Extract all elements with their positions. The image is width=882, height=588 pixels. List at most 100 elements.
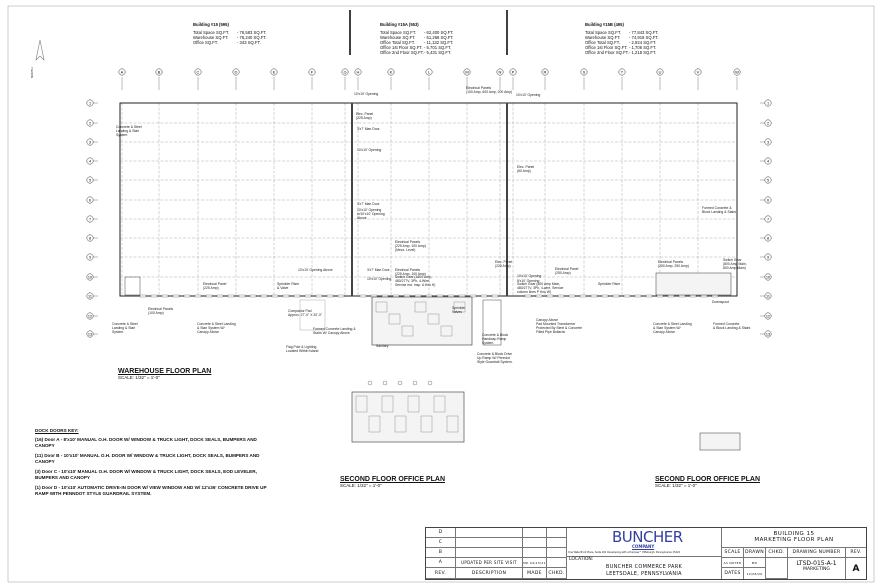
chkd-header: CHKD.	[547, 568, 567, 579]
plan-annotation: 10'x10' Opening	[354, 92, 379, 96]
plan-annotation: 10'x10' Opening	[357, 148, 382, 152]
area-label: Office SQ.FT.	[193, 40, 219, 45]
plan-annotation: Electrical Panels (225 Amp, 100 Amp) (Me…	[395, 240, 426, 252]
dock-door	[150, 294, 158, 298]
office-room	[433, 395, 446, 413]
row-bubble	[764, 196, 772, 204]
drawing-title: BUILDING 15 MARKETING FLOOR PLAN	[722, 528, 866, 548]
buncher-logo-sub: COMPANY	[632, 544, 655, 549]
dock-door	[546, 294, 554, 298]
rev-made	[523, 538, 547, 548]
dock-door	[337, 294, 345, 298]
row-label: 13	[88, 333, 92, 337]
dock-door	[260, 294, 268, 298]
column-bubble	[155, 68, 163, 76]
column-bubble	[232, 68, 240, 76]
title-block: D C B A UPDATED PER SITE VISIT MD 04/15/…	[425, 527, 867, 580]
drawing-sub: MARKETING	[803, 567, 830, 572]
row-bubble	[86, 312, 94, 320]
dock-door	[293, 294, 301, 298]
second-floor-plan-scale: SCALE: 1/32" = 1'-0"	[340, 483, 382, 488]
north-arrow-label: NORTH	[30, 67, 34, 78]
warehouse-plan-title: WAREHOUSE FLOOR PLAN	[118, 368, 212, 375]
row-label: 2	[89, 122, 91, 126]
area-label: Office 1st Floor SQ.FT.	[380, 45, 423, 50]
column-label: L	[428, 70, 431, 75]
column-bubble	[496, 68, 504, 76]
row-label: 11	[88, 295, 92, 299]
column-bubble	[387, 68, 395, 76]
dock-door	[183, 294, 191, 298]
row-bubble	[764, 253, 772, 261]
column-bubble	[354, 68, 362, 76]
dock-door	[469, 294, 477, 298]
dock-door	[172, 294, 180, 298]
dock-door	[304, 294, 312, 298]
drawn-label: DRAWN	[744, 548, 766, 558]
plan-annotation: Electrical Panels (250 Amp, 250 Amp)	[658, 260, 689, 268]
location-label: LOCATION:	[569, 557, 594, 562]
dock-door	[491, 294, 499, 298]
area-label: Office Total SQ.FT.	[380, 40, 415, 45]
column-bubble	[194, 68, 202, 76]
dock-door	[678, 294, 686, 298]
row-bubble	[86, 138, 94, 146]
drawing-title-line-1: BUILDING 15	[773, 531, 815, 537]
row-label: 5	[89, 179, 91, 183]
plan-annotation: Concrete & Steel Landing & Stair System	[112, 322, 138, 334]
rev-label: REV.	[846, 548, 866, 558]
dock-door	[645, 294, 653, 298]
dock-door	[315, 294, 323, 298]
office-room	[368, 415, 381, 433]
plan-annotation: 10'x10' Opening	[517, 274, 542, 278]
row-bubble	[86, 234, 94, 242]
warehouse-plan-scale: SCALE: 1/32" = 1'-0"	[118, 375, 160, 380]
dock-door	[205, 294, 213, 298]
rev-chkd	[547, 558, 567, 568]
rev-made: MD 04/15/21	[523, 558, 547, 568]
row-bubble	[86, 176, 94, 184]
column-bubble	[733, 68, 741, 76]
column-label: N	[499, 70, 502, 75]
second-floor-plan-title: SECOND FLOOR OFFICE PLAN	[340, 476, 445, 483]
dock-door	[656, 294, 664, 298]
plan-annotation: Elec. Panel (60 Amp)	[517, 165, 535, 173]
area-label: Total Space SQ.FT.	[193, 30, 230, 35]
area-label: Office 2nd Floor SQ.FT.	[380, 50, 424, 55]
dock-door	[227, 294, 235, 298]
company-address: One Waterfront Place, Suite 201 Developi…	[568, 551, 681, 554]
row-bubble	[86, 215, 94, 223]
plan-annotation: Electrical Panels (100 Amp)	[148, 307, 174, 315]
plan-annotation: Concrete & Block Drive Up Ramp W/ Penndo…	[477, 352, 513, 364]
revision-value: A	[852, 563, 860, 574]
scale-label: SCALE	[722, 548, 744, 558]
grid-bubble	[412, 380, 418, 386]
column-bubble	[694, 68, 702, 76]
row-label: 6	[767, 199, 769, 203]
row-label: 12	[88, 315, 92, 319]
row-bubble	[764, 138, 772, 146]
row-label: 7	[767, 218, 769, 222]
plan-annotation: Concrete & Steel Landing & Stair System …	[197, 322, 236, 334]
plan-annotation: 10'x10' Opening	[516, 93, 541, 97]
dock-door	[282, 294, 290, 298]
area-label: Office 1st Floor SQ.FT.	[585, 45, 628, 50]
plan-annotation: 8'x10' Opening	[517, 279, 540, 283]
row-label: 2	[767, 122, 769, 126]
grid-bubble	[367, 380, 373, 386]
plan-annotation: Concrete & Steel Landing & Stair System	[116, 125, 142, 137]
plan-annotation: 3'x7' Man Door	[367, 268, 390, 272]
row-label: 8	[89, 237, 91, 241]
column-label: H	[357, 70, 360, 75]
drawing-title-line-2: MARKETING FLOOR PLAN	[754, 537, 834, 543]
plan-annotation: Canopy Above	[536, 318, 559, 322]
row-bubble	[764, 234, 772, 242]
plan-annotation: Sprinkler Riser & Valve	[277, 282, 300, 290]
area-value: - 76,583 SQ.FT.	[237, 30, 267, 35]
row-bubble	[764, 176, 772, 184]
rev-made	[523, 548, 547, 558]
drawn-value: MD	[744, 558, 766, 568]
plan-annotation: 10'x10' Opening Above	[298, 268, 333, 272]
rev-description: UPDATED PER SITE VISIT	[456, 558, 523, 568]
